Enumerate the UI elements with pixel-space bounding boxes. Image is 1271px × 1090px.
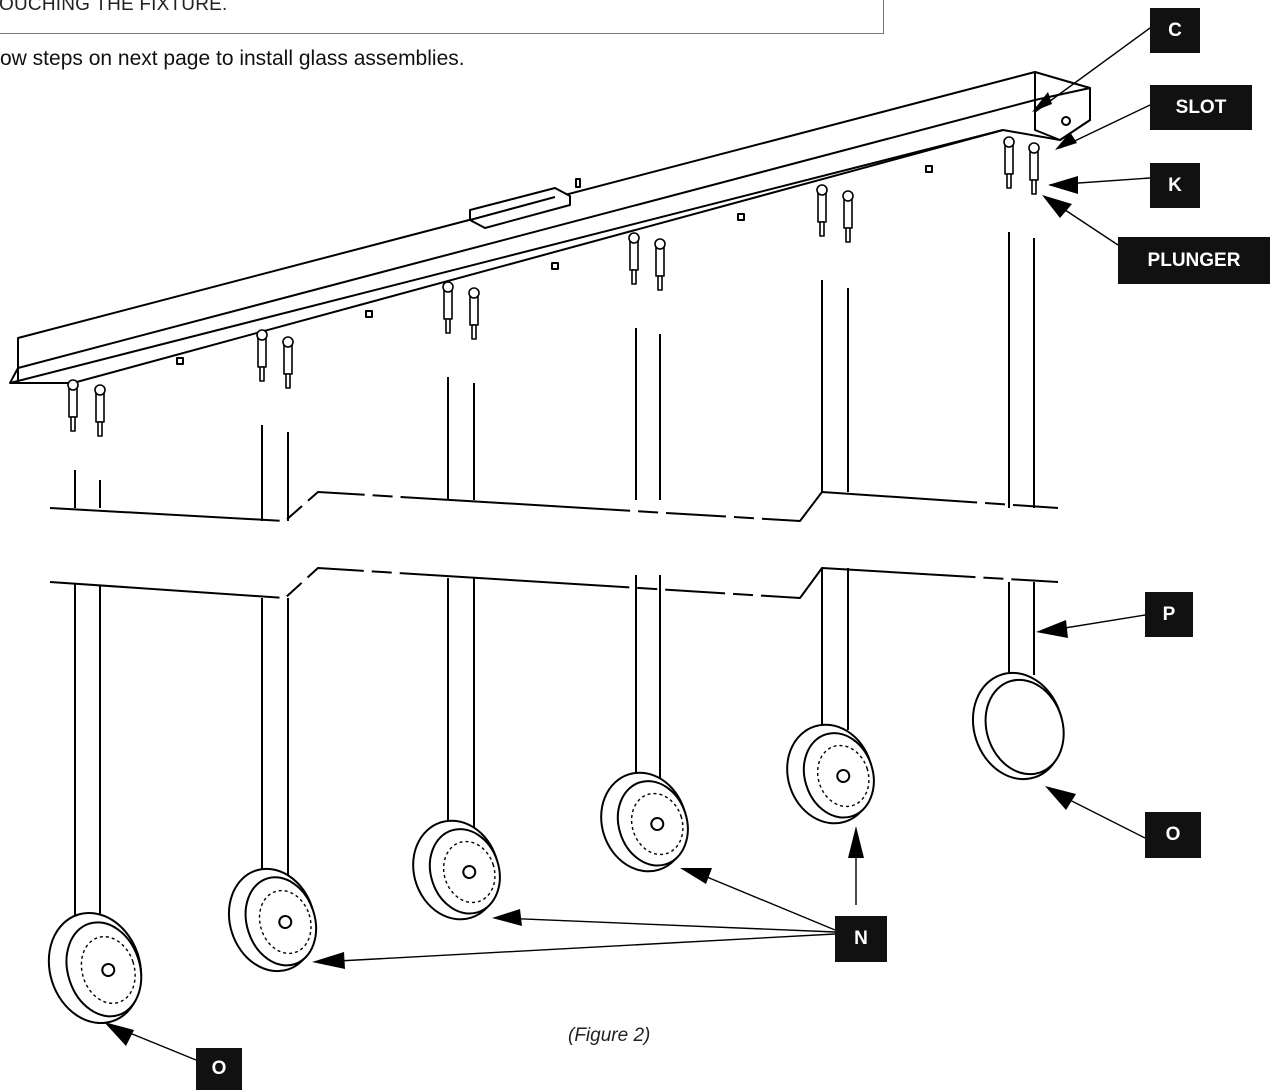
label-o-right: O	[1145, 812, 1201, 858]
leader-lines	[109, 27, 1151, 1061]
glass-assemblies	[47, 671, 1065, 1025]
upper-stems	[74, 232, 1035, 521]
label-o-bottom: O	[196, 1048, 242, 1090]
label-c: C	[1150, 8, 1200, 53]
plunger-pairs	[67, 136, 1040, 437]
warning-box: OUCHING THE FIXTURE.	[0, 0, 884, 34]
glass-assembly	[786, 723, 875, 825]
figure-caption: (Figure 2)	[568, 1025, 651, 1046]
label-plunger: PLUNGER	[1118, 237, 1270, 284]
label-n: N	[835, 916, 887, 962]
label-k: K	[1150, 163, 1200, 208]
label-slot: SLOT	[1150, 85, 1252, 130]
glass-assembly	[600, 771, 689, 873]
warning-text: OUCHING THE FIXTURE.	[0, 0, 228, 15]
canopy-housing	[9, 71, 1091, 384]
lower-stems	[74, 568, 1035, 930]
glass-assembly	[227, 867, 318, 973]
arrowheads	[104, 92, 1078, 1046]
break-lines	[49, 491, 1059, 599]
label-p: P	[1145, 592, 1193, 637]
glass-assembly	[412, 819, 501, 921]
instruction-text: ow steps on next page to install glass a…	[0, 47, 465, 70]
glass-disc-plain	[971, 671, 1065, 781]
glass-assembly	[47, 911, 143, 1025]
